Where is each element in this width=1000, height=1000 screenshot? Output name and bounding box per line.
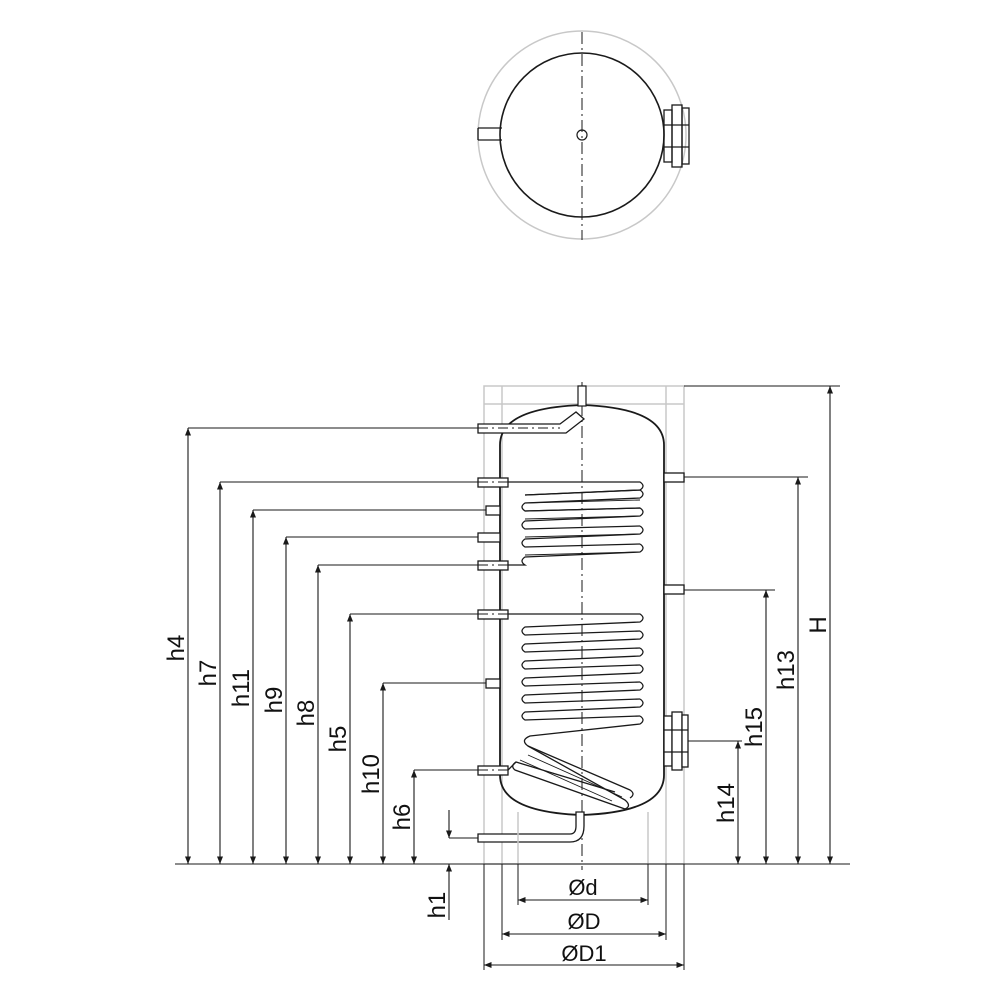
label-h5: h5 <box>325 726 352 753</box>
label-h9: h9 <box>261 687 288 714</box>
label-h13: h13 <box>773 650 800 690</box>
upper-heating-coil <box>508 481 644 566</box>
label-h1: h1 <box>424 892 451 919</box>
top-view-left-connector <box>477 127 502 141</box>
right-middle-connector <box>663 584 685 595</box>
tank-shell <box>499 404 665 816</box>
sensor-port-upper <box>485 505 501 516</box>
label-h8: h8 <box>293 700 320 727</box>
top-outlet-connector <box>577 385 587 407</box>
label-h11: h11 <box>228 669 255 707</box>
right-connectors <box>663 472 689 771</box>
label-d: Ød <box>568 875 597 900</box>
top-view-flange <box>663 104 690 168</box>
label-D1: ØD1 <box>561 941 606 966</box>
dimension-arrows <box>184 386 834 969</box>
label-h4: h4 <box>163 635 190 662</box>
dimension-extension-lines <box>175 385 850 970</box>
dimension-labels: h4 h7 h11 h9 h8 h5 h10 h6 h1 h14 h15 h13… <box>163 616 832 966</box>
label-H: H <box>805 616 832 633</box>
label-D: ØD <box>568 909 601 934</box>
right-flange <box>663 711 689 771</box>
label-h14: h14 <box>713 783 740 823</box>
right-upper-connector <box>663 472 685 483</box>
top-view <box>477 30 690 240</box>
lower-heating-coil <box>507 613 644 810</box>
side-view: h4 h7 h11 h9 h8 h5 h10 h6 h1 h14 h15 h13… <box>163 382 850 970</box>
label-h10: h10 <box>358 754 385 794</box>
connector-centerlines <box>478 427 560 771</box>
recirculation-connector <box>477 532 501 543</box>
hot-water-outlet-pipe <box>477 411 586 434</box>
label-h6: h6 <box>389 804 416 831</box>
label-h15: h15 <box>741 707 768 747</box>
support-legs <box>517 812 649 864</box>
label-h7: h7 <box>195 660 222 687</box>
cold-water-inlet-pipe <box>477 811 585 843</box>
sensor-port-lower <box>485 678 501 689</box>
